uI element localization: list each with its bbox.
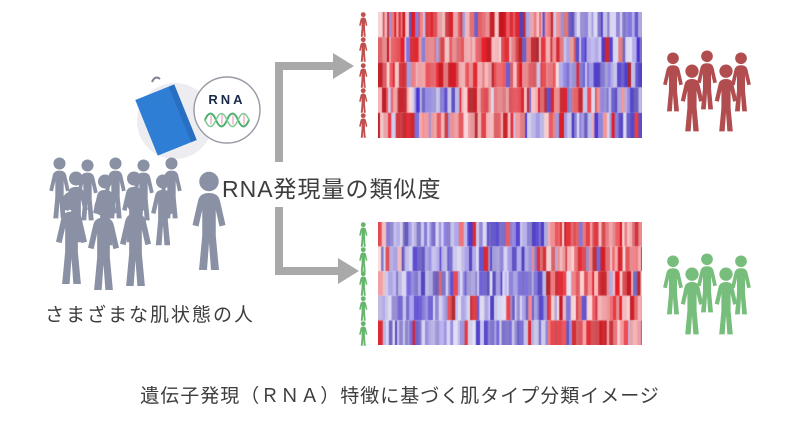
heatmap-row-person-icon xyxy=(357,222,370,247)
arrow-top-shaft xyxy=(275,62,333,70)
heatmap-row-person-icon xyxy=(357,37,370,62)
heatmap-row-person-icon xyxy=(357,271,370,296)
person-icon xyxy=(675,267,709,335)
caption: 遺伝子発現（ＲＮＡ）特徴に基づく肌タイプ分類イメージ xyxy=(140,386,660,407)
arrow-vertical-top-segment xyxy=(275,62,283,162)
arrow-vertical-bottom-segment xyxy=(275,207,283,275)
person-icon xyxy=(709,64,743,132)
heatmap-top xyxy=(378,12,642,138)
heatmap-row-person-icon xyxy=(357,63,370,88)
red-skin-type-group xyxy=(658,50,762,136)
heatmap-bottom xyxy=(378,222,642,345)
crowd-label: さまざまな肌状態の人 xyxy=(45,305,256,326)
green-skin-type-group xyxy=(658,253,762,339)
heatmap-row-person-icon xyxy=(357,113,370,138)
arrow-top-head-icon xyxy=(333,53,354,79)
person-icon xyxy=(709,267,743,335)
rna-label: RNA xyxy=(208,92,245,107)
heatmap-row-person-icon xyxy=(357,12,370,37)
rna-sample-patch-icon xyxy=(135,84,197,156)
arrow-bottom-head-icon xyxy=(338,258,359,284)
heatmap-top-row-icons xyxy=(356,12,374,139)
person-icon xyxy=(184,171,234,271)
heatmap-row-person-icon xyxy=(357,88,370,113)
source-crowd xyxy=(42,157,247,292)
rna-illustration: RNA xyxy=(135,76,261,159)
heatmap-bottom-row-icons xyxy=(356,222,374,346)
heatmap-row-person-icon xyxy=(357,321,370,346)
heatmap-row-person-icon xyxy=(357,247,370,272)
rna-magnifier-circle xyxy=(193,76,261,144)
arrow-bottom-shaft xyxy=(275,267,338,275)
rna-wave-icon xyxy=(204,112,250,128)
person-icon xyxy=(112,193,159,287)
patch-hook-icon xyxy=(151,76,161,83)
similarity-label: RNA発現量の類似度 xyxy=(222,176,442,202)
person-icon xyxy=(675,64,709,132)
heatmap-row-person-icon xyxy=(357,296,370,321)
